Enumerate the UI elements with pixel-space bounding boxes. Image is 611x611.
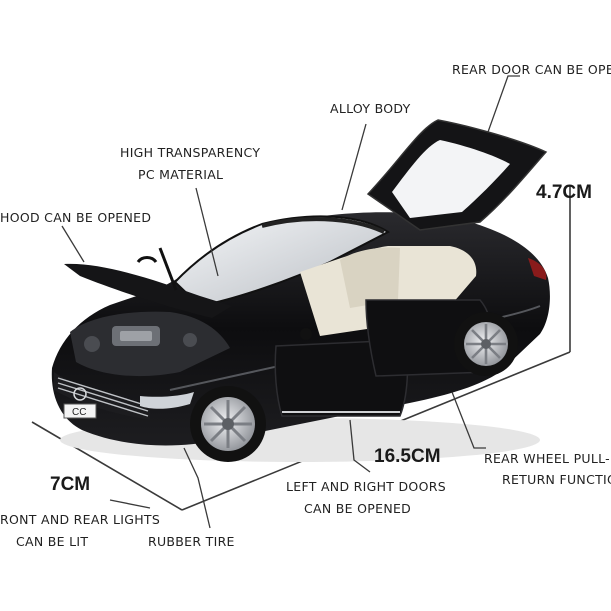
- callout-rear-wheel-line1: REAR WHEEL PULL-I: [484, 451, 611, 466]
- license-plate: [63, 403, 97, 419]
- dimension-width: 7CM: [50, 474, 91, 495]
- front-wheel: [190, 386, 266, 462]
- callout-doors-line2: CAN BE OPENED: [304, 501, 412, 516]
- dimension-height: 4.7CM: [536, 182, 592, 203]
- callout-lights-line1: RONT AND REAR LIGHTS: [0, 512, 161, 527]
- callout-hood: HOOD CAN BE OPENED: [0, 210, 152, 225]
- callout-lights-line2: CAN BE LIT: [16, 534, 89, 549]
- rear-wheel: [454, 312, 518, 376]
- callout-lines: [61, 75, 520, 529]
- engine-bay: [70, 311, 230, 377]
- license-plate-text: CC: [72, 407, 86, 418]
- callout-rubber-tire: RUBBER TIRE: [148, 534, 235, 549]
- callout-rear-wheel-line2: RETURN FUNCTIO: [502, 472, 611, 487]
- dimension-length: 16.5CM: [374, 446, 441, 467]
- headlight: [140, 392, 194, 409]
- glass-roof: [173, 215, 390, 308]
- callout-doors-line1: LEFT AND RIGHT DOORS: [286, 479, 446, 494]
- callout-high-transparency-line1: HIGH TRANSPARENCY: [120, 145, 261, 160]
- open-hood: [64, 247, 232, 318]
- front-grille: CC: [54, 372, 194, 420]
- open-rear-hatch: [366, 119, 548, 231]
- callout-alloy-body: ALLOY BODY: [330, 101, 411, 116]
- callout-high-transparency-line2: PC MATERIAL: [138, 167, 224, 182]
- callout-rear-door: REAR DOOR CAN BE OPE: [452, 62, 611, 77]
